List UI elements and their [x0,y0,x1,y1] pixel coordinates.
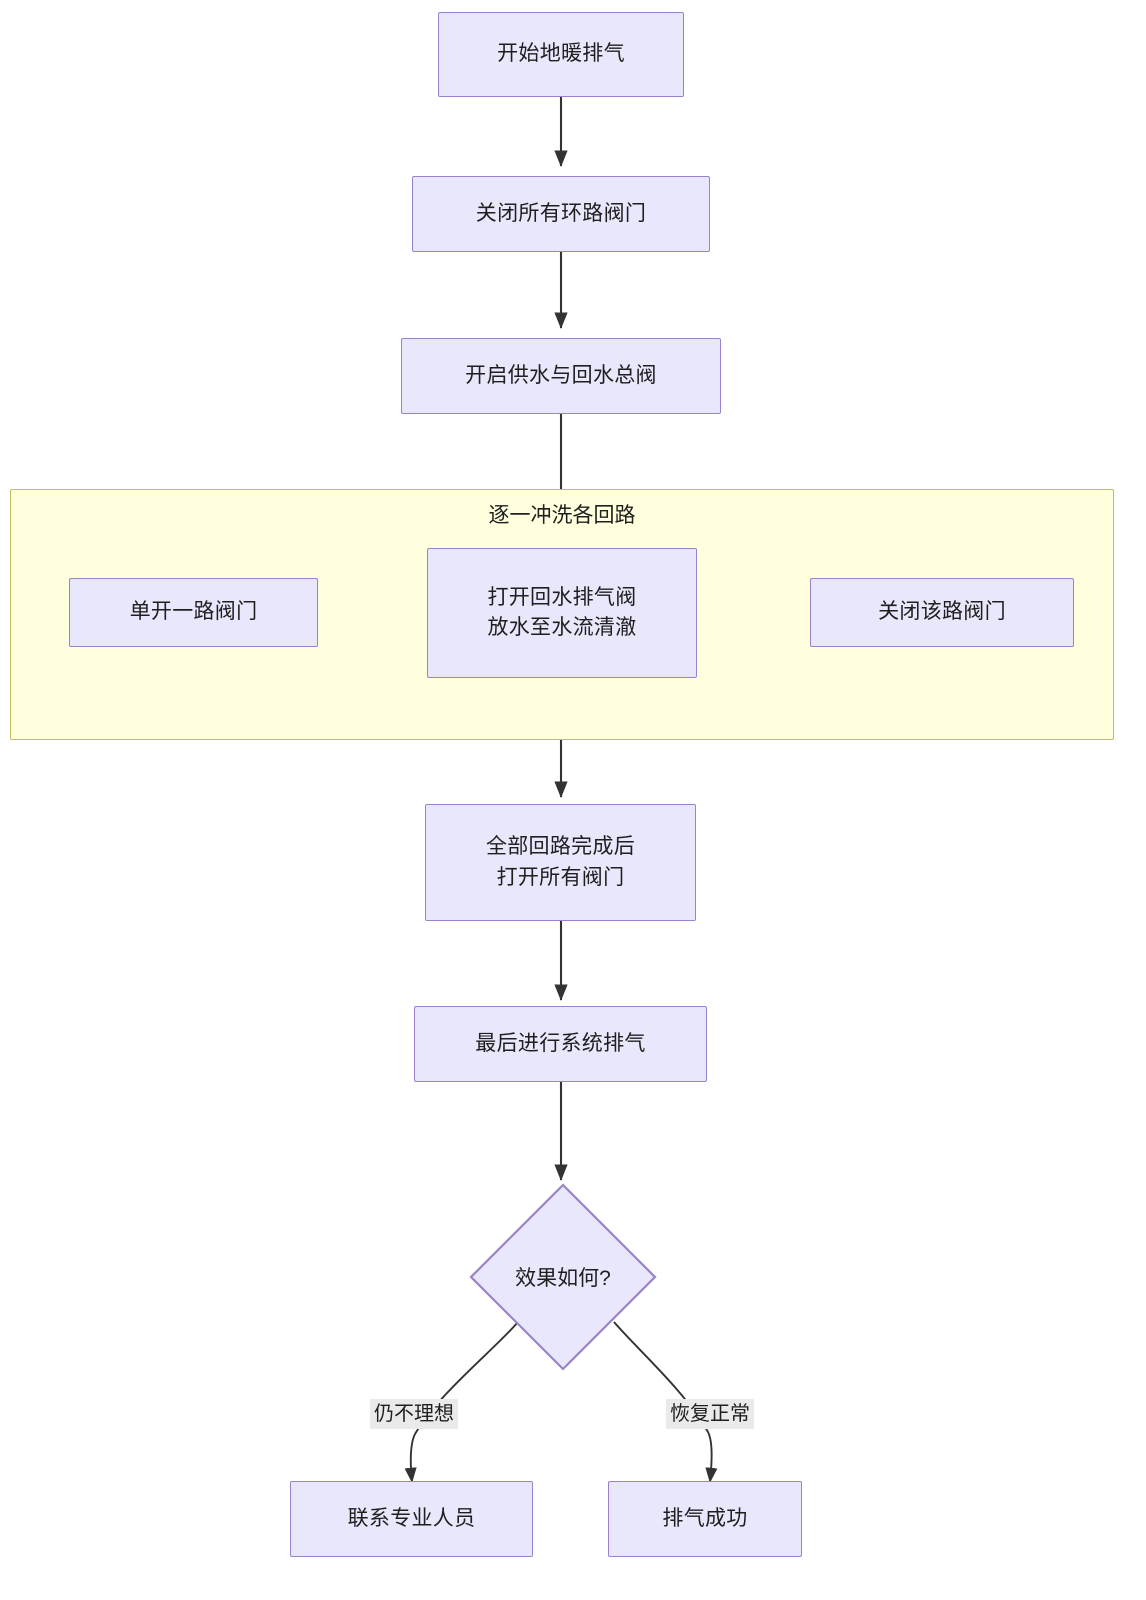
node-final-system-purge-label: 最后进行系统排气 [475,1031,646,1055]
node-open-all-valves-after[interactable]: 全部回路完成后 打开所有阀门 [425,804,696,921]
edge-label-back-to-normal: 恢复正常 [666,1399,754,1429]
node-open-single-loop-valve-label: 单开一路阀门 [129,600,258,624]
node-final-system-purge[interactable]: 最后进行系统排气 [414,1006,707,1082]
node-purge-success[interactable]: 排气成功 [608,1481,802,1557]
node-check-result-label: 效果如何? [515,1267,611,1290]
node-drain-until-clear-label: 打开回水排气阀 放水至水流清澈 [487,585,637,639]
node-open-main-valves[interactable]: 开启供水与回水总阀 [401,338,721,414]
subgraph-title: 逐一冲洗各回路 [488,504,636,527]
node-open-single-loop-valve[interactable]: 单开一路阀门 [69,578,318,647]
node-start[interactable]: 开始地暖排气 [438,12,684,97]
node-close-that-valve-label: 关闭该路阀门 [878,600,1006,624]
node-contact-professional-label: 联系专业人员 [347,1506,476,1530]
node-start-label: 开始地暖排气 [497,42,625,66]
edge-label-back-to-normal-text: 恢复正常 [670,1403,750,1425]
edge-label-not-ideal: 仍不理想 [370,1399,458,1429]
node-purge-success-label: 排气成功 [662,1506,748,1530]
diamond-shape [469,1183,657,1371]
node-close-that-valve[interactable]: 关闭该路阀门 [810,578,1074,647]
node-drain-until-clear[interactable]: 打开回水排气阀 放水至水流清澈 [427,548,697,678]
edge-label-not-ideal-text: 仍不理想 [374,1403,454,1425]
node-open-all-valves-after-label: 全部回路完成后 打开所有阀门 [485,835,636,889]
node-open-main-valves-label: 开启供水与回水总阀 [465,363,657,387]
node-close-all-valves[interactable]: 关闭所有环路阀门 [412,176,710,252]
node-close-all-valves-label: 关闭所有环路阀门 [475,201,647,225]
node-contact-professional[interactable]: 联系专业人员 [290,1481,533,1557]
node-check-result[interactable]: 效果如何? [469,1183,657,1371]
